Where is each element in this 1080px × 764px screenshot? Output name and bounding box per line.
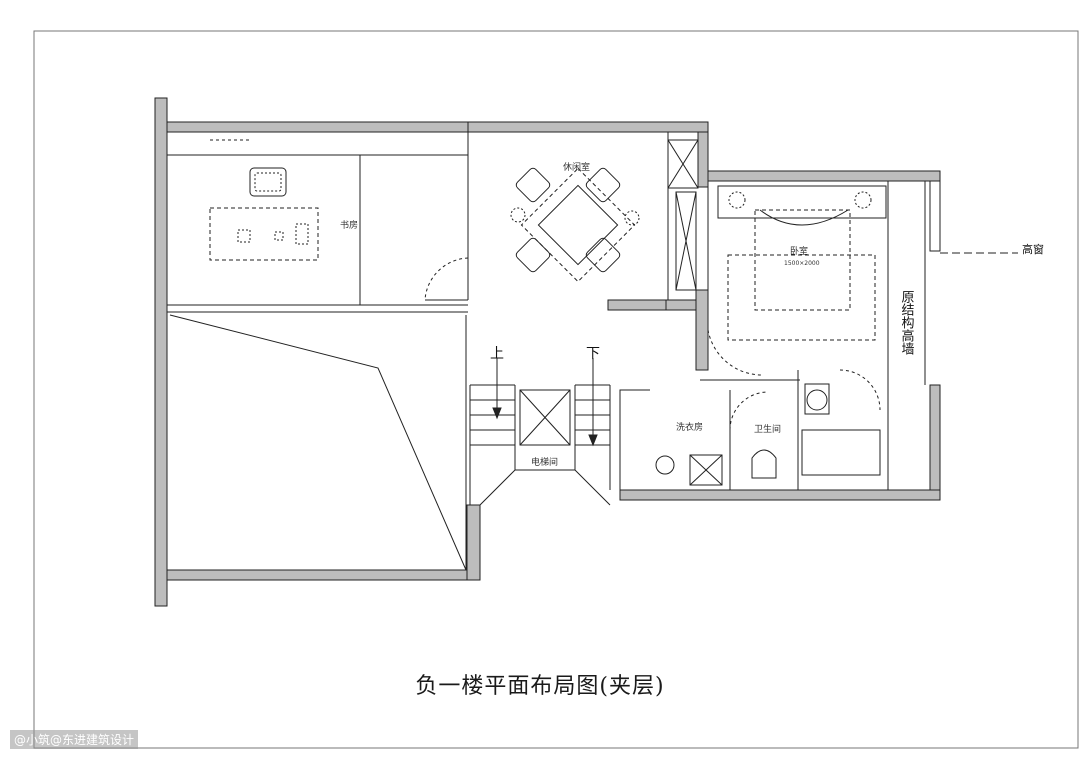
room-label-laundry: 洗衣房 xyxy=(676,421,703,433)
stair-down-label: 下 xyxy=(586,346,600,362)
room-label-study: 书房 xyxy=(340,219,358,231)
sheet-border xyxy=(33,30,1079,749)
high-wall-label: 原结构高墙 xyxy=(899,290,915,355)
room-label-lounge: 休闲室 xyxy=(563,161,590,173)
room-label-bedroom: 卧室 xyxy=(790,245,808,257)
stair-up-label: 上 xyxy=(490,346,504,362)
bedroom xyxy=(707,181,926,490)
outer-walls xyxy=(154,97,941,607)
closet xyxy=(667,139,699,291)
laundry-bathroom-area xyxy=(619,369,881,490)
study-room xyxy=(167,132,469,313)
room-label-bathroom: 卫生间 xyxy=(754,423,781,435)
room-label-elevator: 电梯间 xyxy=(531,456,558,468)
high-window-label: 高窗 xyxy=(1022,242,1044,256)
lounge-room xyxy=(424,132,669,301)
stair-elevator-area xyxy=(469,358,611,506)
bed-size-label: 1500×2000 xyxy=(784,260,820,267)
void-area xyxy=(167,311,468,571)
watermark: @小筑@东进建筑设计 xyxy=(10,730,139,749)
drawing-caption: 负一楼平面布局图(夹层) xyxy=(415,674,665,699)
